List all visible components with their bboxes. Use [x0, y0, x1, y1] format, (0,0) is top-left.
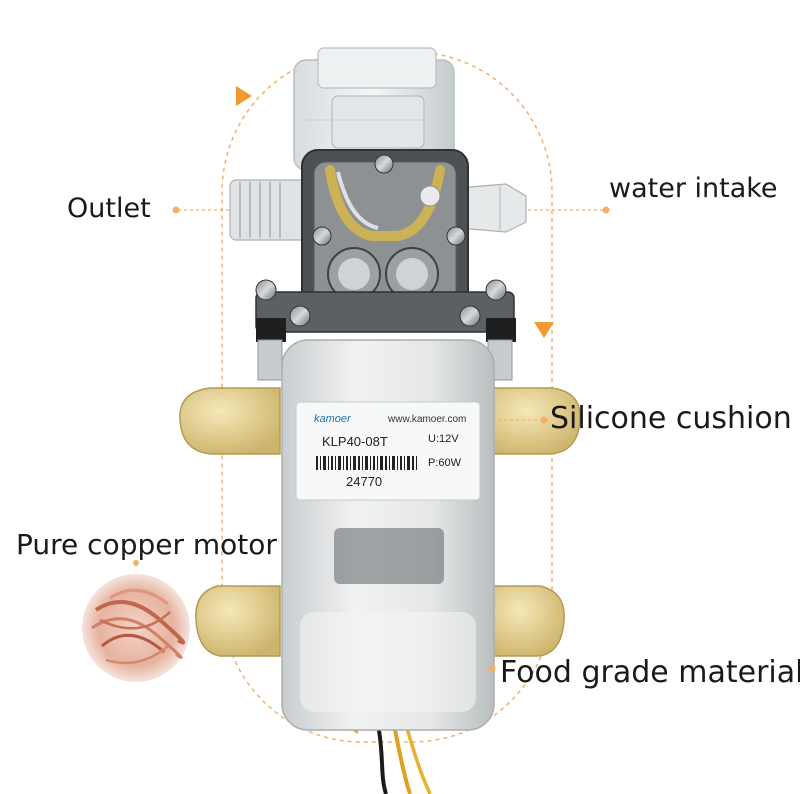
callout-silicone-cushion: Silicone cushion: [550, 401, 792, 436]
label-brand: kamoer: [314, 413, 352, 425]
callout-water-intake: water intake: [609, 173, 778, 204]
valve-body: [301, 149, 469, 321]
pump-head: [293, 47, 455, 171]
motor-body: [281, 339, 495, 731]
arrow-right-down: [534, 322, 554, 338]
leader-dots: [133, 206, 610, 672]
label-serial: 24770: [346, 474, 382, 489]
barcode: [316, 456, 417, 470]
callout-pure-copper-motor: Pure copper motor: [16, 528, 277, 561]
arrow-top-left: [236, 86, 252, 106]
power-wires: [376, 724, 432, 794]
label-power: P:60W: [428, 457, 462, 469]
product-label: kamoer www.kamoer.com KLP40-08T U:12V P:…: [295, 401, 481, 501]
copper-coil-image: [82, 574, 190, 682]
label-voltage: U:12V: [428, 433, 459, 445]
silicone-cushions: [179, 387, 581, 657]
label-model: KLP40-08T: [322, 434, 388, 449]
callout-outlet: Outlet: [67, 193, 151, 224]
leader-lines: [178, 209, 604, 421]
callout-food-grade-material: Food grade material: [500, 655, 800, 690]
label-website: www.kamoer.com: [387, 414, 466, 425]
outlet-fitting: [229, 179, 307, 241]
